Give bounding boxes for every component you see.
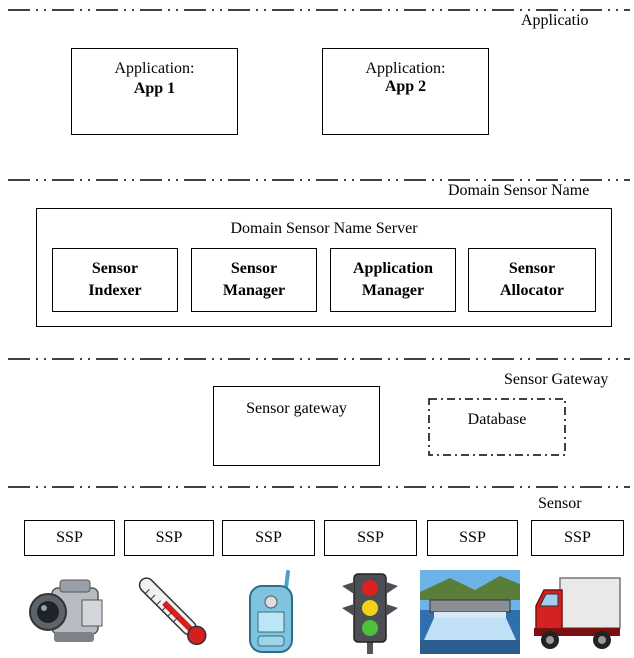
- application-manager-box: Application Manager: [330, 248, 456, 312]
- sensor-allocator-box: Sensor Allocator: [468, 248, 596, 312]
- layer-label-gateway: Sensor Gateway: [504, 371, 609, 388]
- dsn-server-box: [36, 208, 612, 327]
- app-prefix: Application:: [114, 60, 195, 77]
- layer-label-domain: Domain Sensor Name: [448, 182, 590, 199]
- ssp-box-6: SSP: [531, 520, 624, 556]
- sensor-gateway-box: Sensor gateway: [213, 386, 380, 466]
- sensor-gateway-label: Sensor gateway: [246, 400, 347, 417]
- app-name: App 2: [384, 78, 427, 95]
- ssp-label: SSP: [255, 529, 282, 546]
- sensor-manager-box: Sensor Manager: [191, 248, 317, 312]
- component-line1: Sensor: [91, 260, 139, 277]
- component-line2: Allocator: [500, 282, 564, 299]
- traffic-light-icon: [342, 573, 398, 654]
- app-box-2: Application: App 2: [322, 48, 489, 135]
- sensor-indexer-box: Sensor Indexer: [52, 248, 178, 312]
- ssp-label: SSP: [459, 529, 486, 546]
- truck-icon: [534, 577, 621, 649]
- dsn-server-title: Domain Sensor Name Server: [230, 220, 418, 237]
- component-line2: Manager: [361, 282, 425, 299]
- ssp-box-5: SSP: [427, 520, 518, 556]
- database-label: Database: [467, 411, 527, 428]
- ssp-box-2: SSP: [124, 520, 214, 556]
- ssp-box-1: SSP: [24, 520, 115, 556]
- camcorder-icon: [29, 579, 103, 642]
- ssp-box-4: SSP: [324, 520, 417, 556]
- app-box-1: Application: App 1: [71, 48, 238, 135]
- component-line2: Indexer: [88, 282, 142, 299]
- dam-icon: [420, 570, 520, 654]
- ssp-label: SSP: [357, 529, 384, 546]
- database-box: Database: [428, 398, 566, 456]
- component-line1: Application: [352, 260, 433, 277]
- thermometer-icon: [138, 577, 207, 646]
- layer-label-application: Applicatio: [521, 12, 589, 29]
- app-prefix: Application:: [365, 60, 446, 77]
- layer-label-sensor: Sensor: [538, 495, 582, 512]
- ssp-box-3: SSP: [222, 520, 315, 556]
- ssp-label: SSP: [155, 529, 183, 546]
- ssp-label: SSP: [564, 529, 591, 546]
- component-line2: Manager: [222, 282, 286, 299]
- component-line1: Sensor: [230, 260, 278, 277]
- app-name: App 1: [133, 80, 176, 97]
- mobile-phone-icon: [249, 570, 293, 653]
- ssp-label: SSP: [56, 529, 83, 546]
- component-line1: Sensor: [508, 260, 556, 277]
